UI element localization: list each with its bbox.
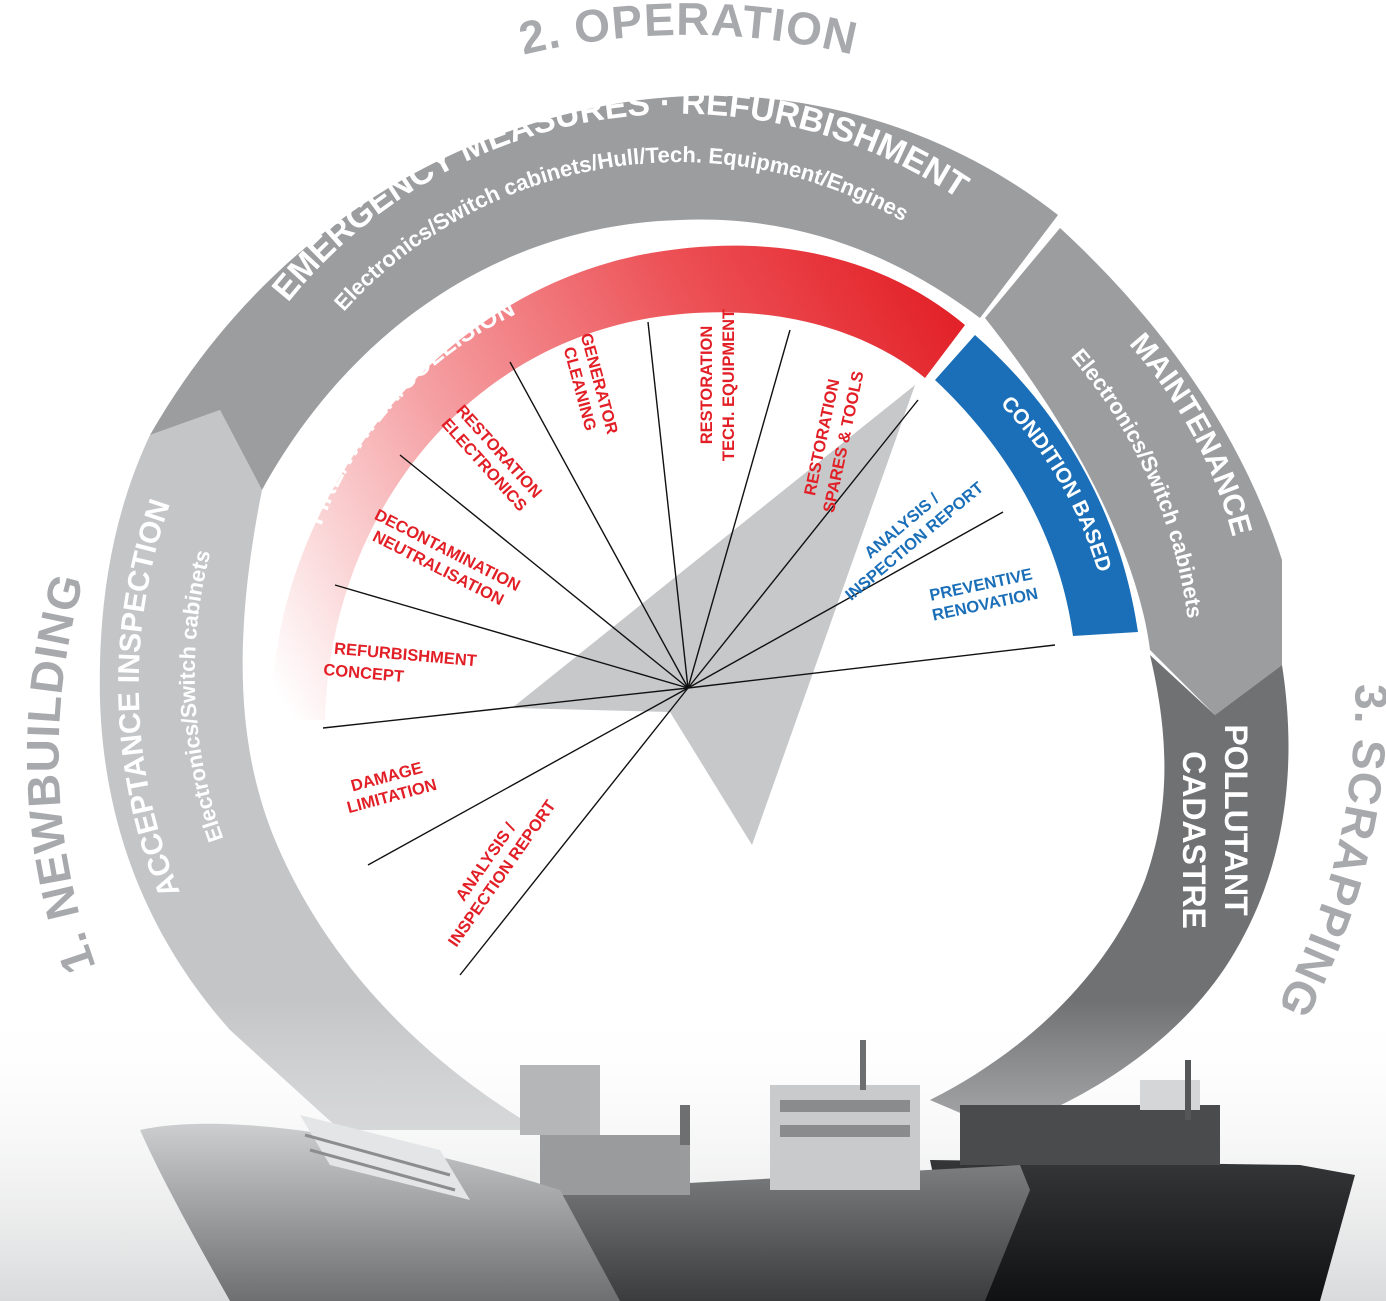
emergency-band (150, 95, 1058, 490)
sector-refurbishment-line2: CONCEPT (323, 661, 405, 686)
acceptance-band (99, 410, 540, 1130)
sector-restoration-tech-line2: TECH. EQUIPMENT (720, 309, 738, 461)
sector-restoration-tech-line1: RESTORATION (698, 326, 716, 445)
compass-pointer (512, 385, 915, 845)
sector-lines (322, 321, 1056, 976)
scrapping-title-line1: POLLUTANT (1218, 724, 1254, 916)
fire-arc (271, 245, 966, 720)
condition-arc (935, 335, 1138, 636)
sector-analysis-red-line2: INSPECTION REPORT (445, 797, 560, 950)
ships-photo (0, 1000, 1386, 1301)
scrapping-title-line2: CADASTRE (1176, 751, 1212, 929)
phase-newbuilding: 1. NEWBUILDING (17, 568, 106, 980)
phase-operation: 2. OPERATION (514, 0, 863, 65)
maintenance-band (985, 228, 1282, 715)
scrapping-band (930, 655, 1289, 1130)
